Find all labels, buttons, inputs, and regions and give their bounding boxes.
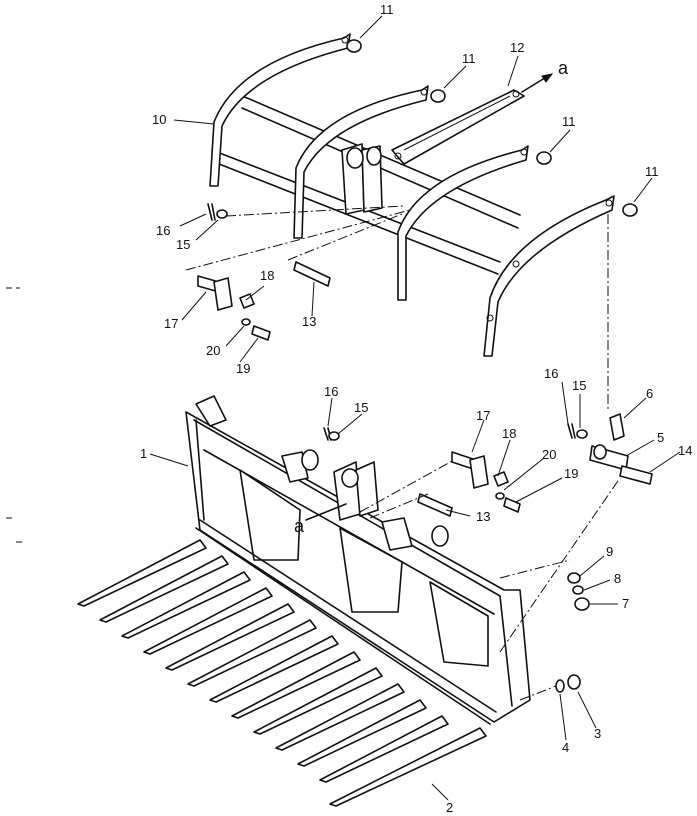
tines: [77, 539, 487, 807]
reference-marker-a: a: [558, 58, 569, 78]
callout-11: 11: [462, 51, 476, 66]
lower-hardware: [305, 413, 653, 701]
leader-lines: [149, 15, 681, 801]
callout-15: 15: [354, 400, 368, 415]
callout-7: 7: [622, 596, 629, 611]
callout-20: 20: [542, 447, 556, 462]
callout-18: 18: [502, 426, 516, 441]
callout-16: 16: [544, 366, 558, 381]
callout-17: 17: [476, 408, 490, 423]
callout-1: 1: [140, 446, 147, 461]
callout-5: 5: [657, 430, 664, 445]
callout-12: 12: [510, 40, 524, 55]
grapple-frame-assembly: [209, 33, 615, 357]
callout-labels: 11 11 11 11 12 10 16 15 18 17 13 20 19 1…: [140, 2, 692, 815]
callout-11: 11: [645, 164, 659, 179]
callout-15: 15: [176, 237, 190, 252]
callout-11: 11: [380, 2, 394, 17]
callout-4: 4: [562, 740, 569, 755]
callout-11: 11: [562, 114, 576, 129]
callout-6: 6: [646, 386, 653, 401]
upper-hardware: [185, 203, 609, 412]
callout-10: 10: [152, 112, 166, 127]
bushing-parts: [346, 39, 638, 217]
callout-16: 16: [156, 223, 170, 238]
callout-13: 13: [476, 509, 490, 524]
callout-17: 17: [164, 316, 178, 331]
callout-3: 3: [594, 726, 601, 741]
callout-2: 2: [446, 800, 453, 815]
reference-marker-a: a: [294, 516, 305, 536]
callout-14: 14: [678, 443, 692, 458]
callout-16: 16: [324, 384, 338, 399]
callout-13: 13: [302, 314, 316, 329]
margin-marks: [6, 287, 22, 543]
callout-20: 20: [206, 343, 220, 358]
reference-markers: a a: [294, 58, 569, 536]
callout-9: 9: [606, 544, 613, 559]
bucket-frame-assembly: [185, 395, 531, 725]
callout-18: 18: [260, 268, 274, 283]
callout-8: 8: [614, 571, 621, 586]
callout-19: 19: [236, 361, 250, 376]
callout-19: 19: [564, 466, 578, 481]
callout-15: 15: [572, 378, 586, 393]
